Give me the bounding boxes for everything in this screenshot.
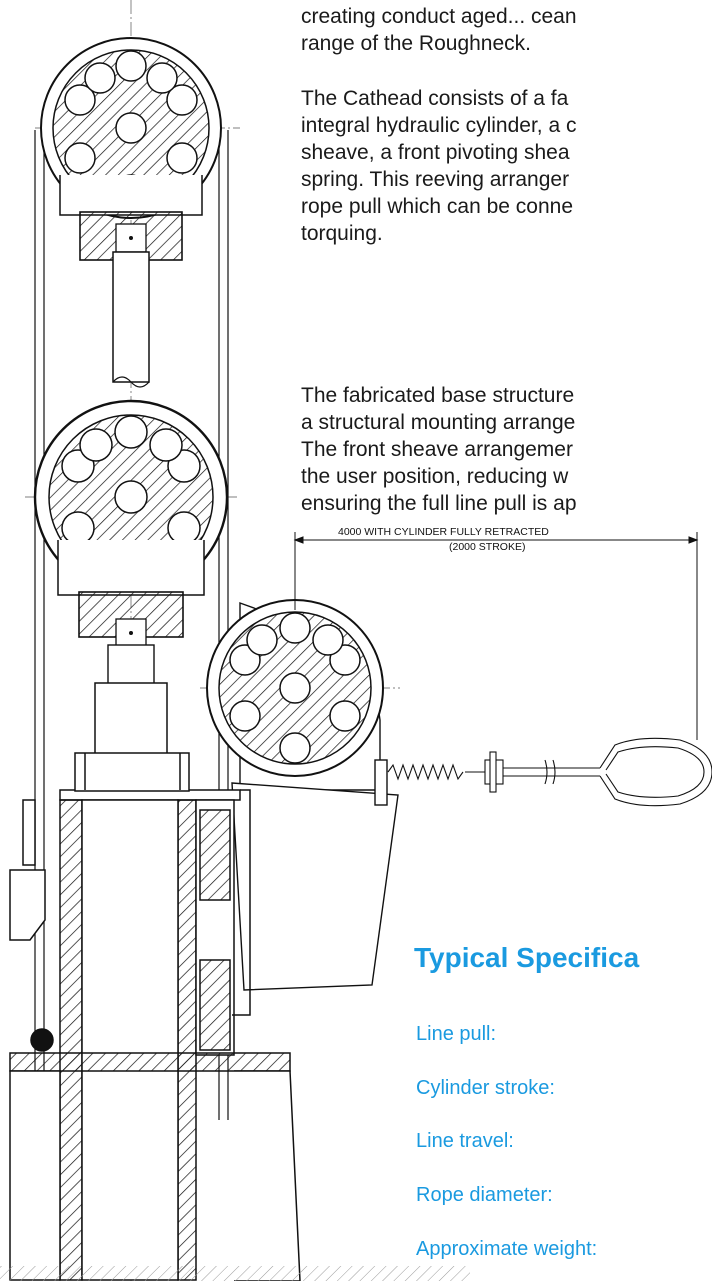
text-line: spring. This reeving arranger xyxy=(301,168,570,191)
spec-label-approximate-weight: Approximate weight: xyxy=(416,1238,598,1260)
text-line: The fabricated base structure xyxy=(301,384,575,407)
dimension-label: 4000 WITH CYLINDER FULLY RETRACTED xyxy=(338,526,549,538)
spec-label-rope-diameter: Rope diameter: xyxy=(416,1184,553,1206)
text-line: The front sheave arrangemer xyxy=(301,438,573,461)
spec-label-cylinder-stroke: Cylinder stroke: xyxy=(416,1077,555,1099)
text-line: creating conduct aged... cean xyxy=(301,5,577,28)
spec-label-line-travel: Line travel: xyxy=(416,1130,514,1152)
text-line: the user position, reducing w xyxy=(301,465,569,488)
text-line: The Cathead consists of a fa xyxy=(301,87,569,110)
intro-text-fragment: creating conduct aged... cean range of t… xyxy=(301,3,577,57)
text-line: range of the Roughneck. xyxy=(301,32,531,55)
text-line: ensuring the full line pull is ap xyxy=(301,492,577,515)
spec-label-line-pull: Line pull: xyxy=(416,1023,497,1045)
base-structure-description: The fabricated base structure a structur… xyxy=(301,382,577,517)
cathead-description: The Cathead consists of a fa integral hy… xyxy=(301,85,576,247)
text-line: a structural mounting arrange xyxy=(301,411,576,434)
text-line: rope pull which can be conne xyxy=(301,195,574,218)
text-line: torquing. xyxy=(301,222,383,245)
text-line: sheave, a front pivoting shea xyxy=(301,141,570,164)
text-line: integral hydraulic cylinder, a c xyxy=(301,114,577,137)
specifications-title: Typical Specifica xyxy=(414,942,640,973)
dimension-sublabel: (2000 STROKE) xyxy=(449,541,526,553)
